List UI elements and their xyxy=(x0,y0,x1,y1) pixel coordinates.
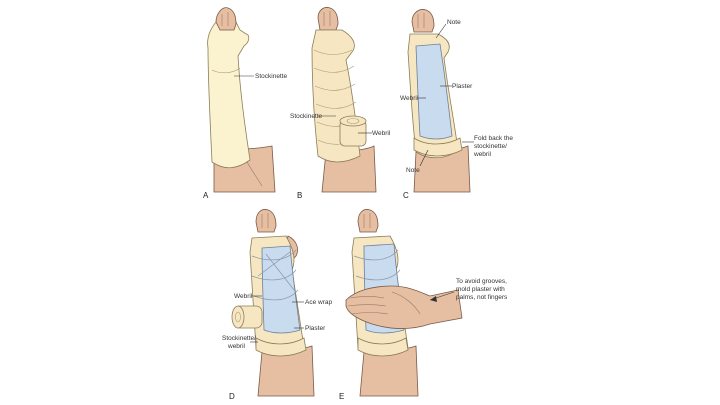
panel-e-note-line2: mold plaster with xyxy=(456,286,505,293)
panel-e-note-line1: To avoid grooves, xyxy=(456,278,507,285)
panel-d-letter: D xyxy=(229,392,235,401)
panel-c-fold-label-line2: stockinette/ xyxy=(474,143,507,150)
panel-a-letter: A xyxy=(203,191,209,200)
panel-c-fold-label-line3: webril xyxy=(473,151,492,158)
panel-c-note-bottom-label: Note xyxy=(406,167,420,174)
panel-c-plaster-label: Plaster xyxy=(452,83,473,90)
panel-c-note-top-label: Note xyxy=(447,19,461,26)
panel-c-fold-label-line1: Fold back the xyxy=(474,135,513,142)
panel-a: Stockinette A xyxy=(203,8,288,200)
panel-b-webril-label: Webril xyxy=(372,130,391,137)
panel-d-webril-label: Webril xyxy=(234,293,253,300)
panel-e-letter: E xyxy=(339,392,344,401)
panel-a-stockinette-label: Stockinette xyxy=(255,73,288,80)
panel-d-ace-label: Ace wrap xyxy=(305,299,332,306)
panel-c-webril-label: Webril xyxy=(400,95,419,102)
panel-c: Note Plaster Webril Fold back the stocki… xyxy=(400,10,513,201)
panel-c-letter: C xyxy=(403,191,409,200)
panel-a-arm xyxy=(208,8,275,192)
panel-e: To avoid grooves, mold plaster with palm… xyxy=(339,210,508,402)
panel-d-ace-roll xyxy=(232,306,262,328)
panel-b-letter: B xyxy=(297,191,302,200)
panel-b-webril-roll xyxy=(340,116,366,146)
panel-e-note-line3: palms, not fingers xyxy=(456,294,508,301)
panel-b-stockinette-label: Stockinette xyxy=(290,113,323,120)
panel-b-arm xyxy=(312,7,376,192)
panel-d-stockinette-label-line2: webril xyxy=(227,343,246,350)
panel-d-plaster-label: Plaster xyxy=(305,325,326,332)
panel-d-stockinette-label-line1: Stockinette/ xyxy=(222,335,256,342)
panel-d-arm xyxy=(232,210,314,397)
panel-b: Stockinette Webril B xyxy=(290,7,391,200)
panel-d: Webril Ace wrap Plaster Stockinette/ web… xyxy=(222,210,332,402)
